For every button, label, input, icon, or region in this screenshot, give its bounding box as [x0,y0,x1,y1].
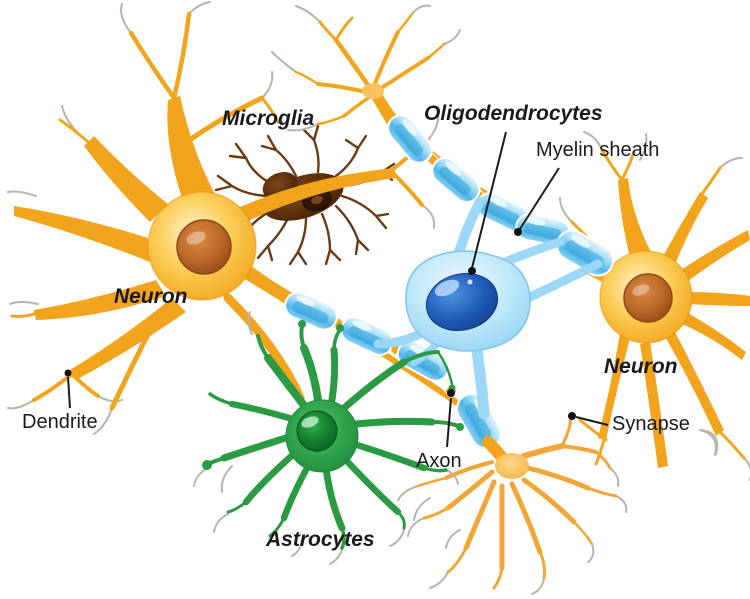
myelin-sheath-pointer [514,167,560,236]
astrocyte-cell [193,311,464,565]
pointer-lines [64,131,609,448]
oligodendrocytes-pointer [468,131,507,275]
oligodendrocyte-cell [373,197,603,420]
synapse-pointer [568,412,609,426]
dendrite-label: Dendrite [22,411,98,433]
right-neuron-nucleus [623,273,673,323]
microglia-label: Microglia [222,107,315,130]
neuron-right-label: Neuron [604,355,678,378]
axon-pointer [446,389,455,448]
bottom-axon-terminal [397,416,717,595]
neuron-left-label: Neuron [114,285,188,308]
top-axon-terminal [271,4,461,132]
right-neuron-cell [559,131,750,481]
synapse-label: Synapse [612,413,690,435]
astrocyte-nucleus [296,410,338,452]
oligodendrocytes-label: Oligodendrocytes [424,102,603,125]
microglia-cell [214,124,396,266]
astrocytes-label: Astrocytes [266,528,375,551]
left-neuron-cell [7,1,440,435]
dendrite-pointer [64,369,72,409]
left-neuron-nucleus [176,219,232,275]
myelin-sheath-label: Myelin sheath [536,139,660,161]
axon-label: Axon [416,450,462,472]
myelin-sheath-chain-top [387,114,614,277]
